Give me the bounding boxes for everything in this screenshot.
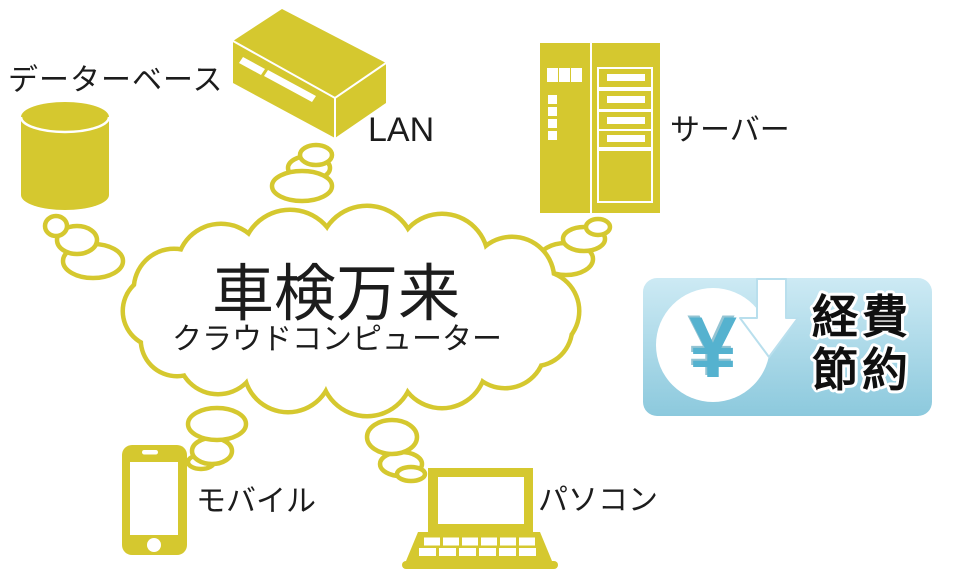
- cost-saving-badge: ¥ ¥ 経費 節約: [643, 278, 932, 416]
- database-label: データーベース: [8, 64, 224, 97]
- badge-text-line2: 節約: [812, 344, 912, 396]
- thought-trail-database: [42, 213, 126, 281]
- badge-text-line1: 経費: [812, 291, 912, 343]
- cloud-shape: [120, 203, 582, 419]
- thought-trail-lan: [269, 142, 335, 204]
- cloud-title: 車検万来: [212, 260, 460, 329]
- server-label: サーバー: [670, 114, 790, 147]
- lan-label: LAN: [368, 111, 434, 149]
- thought-trail-laptop: [364, 417, 428, 484]
- down-arrow-icon: [739, 278, 799, 358]
- yen-circle: [656, 288, 770, 402]
- mobile-phone-icon: [122, 445, 187, 555]
- yen-icon: ¥: [689, 300, 737, 396]
- laptop-icon: [402, 468, 558, 569]
- lan-router-icon: [232, 9, 387, 138]
- yen-icon-shadow: ¥: [687, 298, 735, 394]
- laptop-keys: [419, 537, 536, 556]
- server-icon: [540, 43, 660, 213]
- mobile-label: モバイル: [196, 485, 316, 518]
- pc-label: パソコン: [538, 484, 658, 517]
- cloud-subtitle: クラウドコンピューター: [172, 323, 502, 356]
- thought-trail-mobile: [185, 405, 249, 472]
- database-icon: [19, 102, 111, 210]
